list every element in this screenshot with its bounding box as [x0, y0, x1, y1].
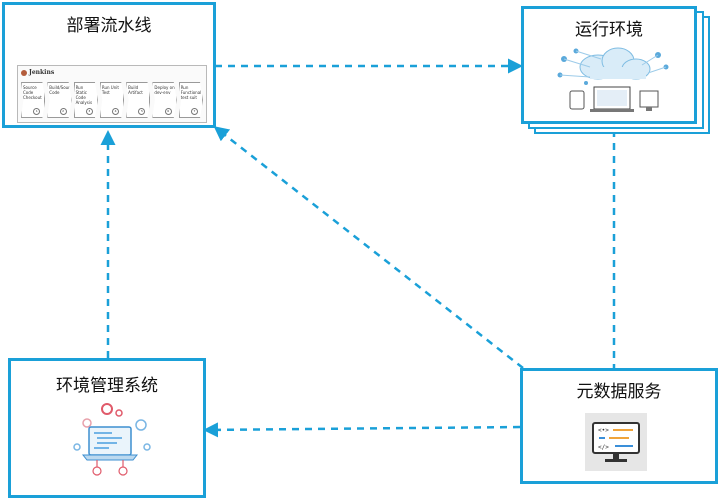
- cloud-devices-illustration: [557, 47, 669, 112]
- stage-label: Build Artifact: [128, 85, 143, 95]
- jenkins-stage: Run Unit Test 4: [99, 82, 125, 118]
- node-runtime[interactable]: 运行环境: [521, 6, 697, 124]
- stage-number: 5: [138, 108, 146, 115]
- laptop-icon: [81, 426, 139, 461]
- jenkins-stage: Build/Source Code 2: [47, 82, 72, 118]
- svg-text:<•>: <•>: [598, 427, 609, 434]
- stage-number: 7: [190, 108, 198, 115]
- jenkins-stages: Source Code Checkout 1 Build/Source Code 2…: [21, 82, 203, 118]
- node-env-mgmt[interactable]: 环境管理系统: [8, 358, 206, 498]
- jenkins-stage: Run Static Code Analysis 3: [73, 82, 98, 118]
- cloud-icon: [579, 47, 651, 80]
- jenkins-stage: Source Code Checkout 1: [21, 82, 46, 118]
- edge-metadata-to-envmgmt: [203, 422, 521, 438]
- monitor-code-icon: <•> </>: [585, 413, 647, 471]
- node-pipeline-title: 部署流水线: [66, 16, 152, 36]
- gear-icon: [101, 403, 123, 417]
- stage-number: 4: [112, 108, 120, 115]
- jenkins-face-icon: [21, 69, 27, 76]
- jenkins-logo: Jenkins: [21, 69, 54, 76]
- node-runtime-title: 运行环境: [575, 20, 643, 40]
- node-env-mgmt-title: 环境管理系统: [56, 376, 158, 396]
- node-metadata-title: 元数据服务: [576, 382, 662, 402]
- node-metadata[interactable]: 元数据服务 <•> </>: [520, 368, 718, 484]
- jenkins-brand: Jenkins: [29, 69, 55, 76]
- laptop-code-illustration: [73, 403, 151, 476]
- stage-number: 6: [164, 108, 172, 115]
- stage-number: 1: [33, 108, 41, 115]
- stage-label: Build/Source Code: [49, 85, 70, 95]
- devices-icon: [569, 86, 659, 112]
- jenkins-stage: Deploy on dev-env 6: [152, 82, 177, 118]
- stage-label: Deploy on dev-env: [154, 85, 175, 95]
- stage-number: 2: [59, 108, 67, 115]
- stage-label: Source Code Checkout: [23, 85, 42, 100]
- stage-label: Run Functional test suit: [180, 85, 202, 100]
- stage-number: 3: [85, 108, 93, 115]
- node-pipeline[interactable]: 部署流水线 Jenkins Source Code Checkout 1 Buil…: [2, 2, 216, 128]
- jenkins-stage: Build Artifact 5: [126, 82, 151, 118]
- stage-label: Run Static Code Analysis: [75, 85, 93, 105]
- jenkins-pipeline-image: Jenkins Source Code Checkout 1 Build/Sour…: [17, 65, 207, 123]
- svg-text:</>: </>: [598, 444, 609, 451]
- jenkins-stage: Run Functional test suit 7: [178, 82, 203, 118]
- stage-label: Run Unit Test: [101, 85, 119, 95]
- edge-metadata-to-pipeline: [213, 126, 524, 369]
